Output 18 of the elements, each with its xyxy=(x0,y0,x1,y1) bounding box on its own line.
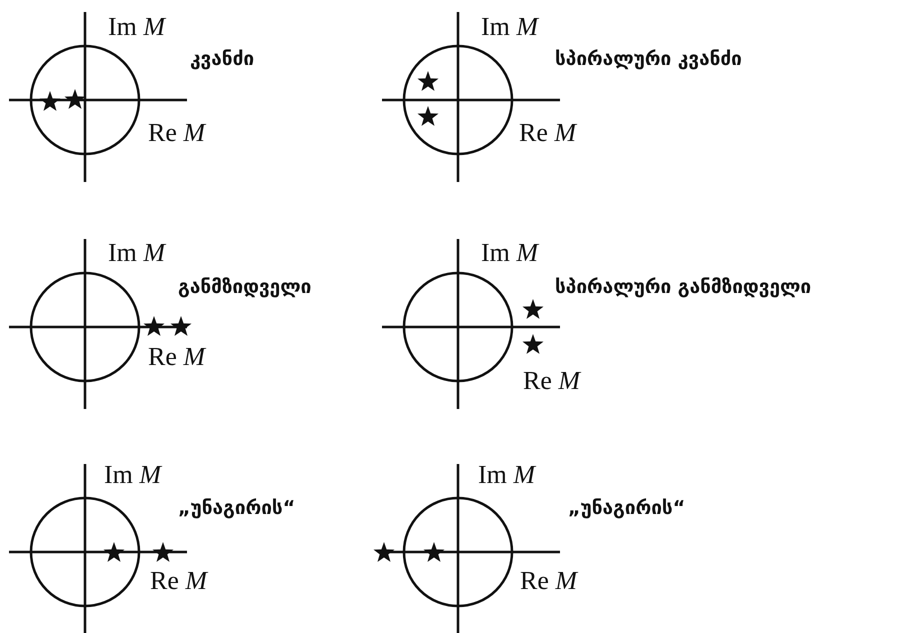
type-label: კვანძი xyxy=(190,48,254,70)
type-label: სპირალური განმზიდველი xyxy=(555,276,812,298)
real-axis-label: Re M xyxy=(150,566,208,596)
imaginary-axis-label: Im M xyxy=(108,12,166,42)
imaginary-axis-label: Im M xyxy=(478,460,536,490)
imaginary-axis-label: Im M xyxy=(104,460,162,490)
real-axis-label: Re M xyxy=(148,118,206,148)
type-label: „უნაგირის“ xyxy=(568,497,686,519)
imaginary-axis-label: Im M xyxy=(481,238,538,268)
real-axis-label: Re M xyxy=(148,342,206,372)
real-axis-label: Re M xyxy=(519,118,576,148)
real-axis-label: Re M xyxy=(520,566,578,596)
type-label: სპირალური კვანძი xyxy=(555,48,742,70)
real-axis-label: Re M xyxy=(523,366,580,396)
type-label: „უნაგირის“ xyxy=(178,497,296,519)
imaginary-axis-label: Im M xyxy=(108,238,166,268)
type-label: განმზიდველი xyxy=(178,276,312,298)
imaginary-axis-label: Im M xyxy=(481,12,538,42)
